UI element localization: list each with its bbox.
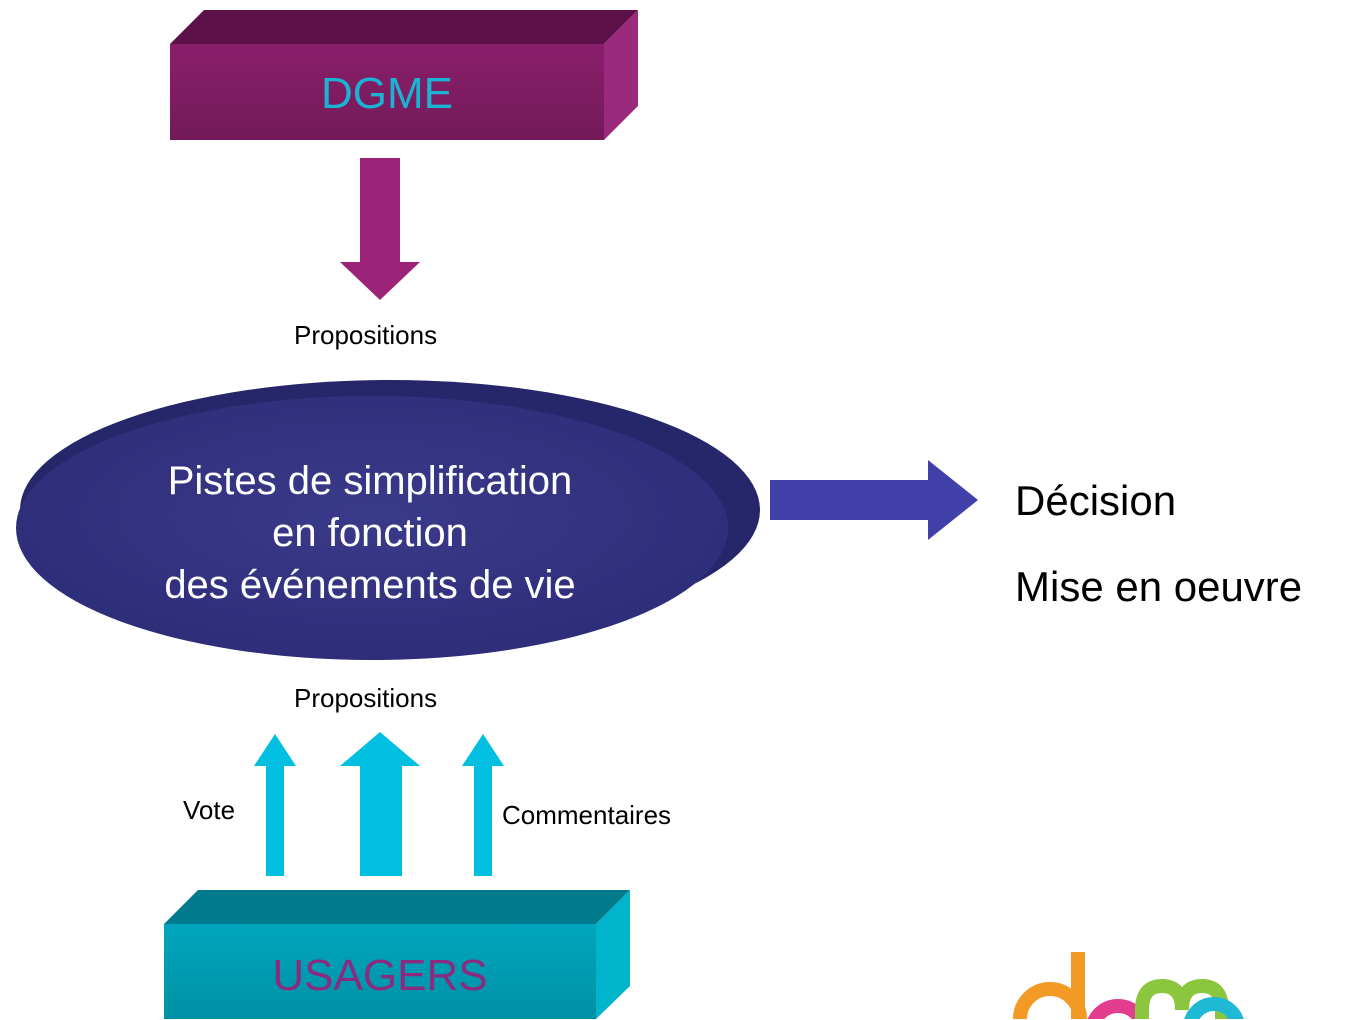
dgme-box-front xyxy=(170,44,604,140)
decision-label: Décision xyxy=(1015,477,1177,524)
ellipse-line-1: Pistes de simplification xyxy=(167,459,573,503)
ellipse-text: Pistes de simplification en fonction des… xyxy=(120,455,620,611)
usagers-box xyxy=(164,890,630,1019)
bottom-propositions-label: Propositions xyxy=(294,683,438,713)
vote-arrow xyxy=(254,734,296,876)
logo-e-bowl xyxy=(1184,997,1244,1019)
comments-arrow xyxy=(462,734,504,876)
dgme-box-top xyxy=(170,10,638,44)
dgme-box-side xyxy=(604,10,638,140)
usagers-label: USAGERS xyxy=(272,951,488,1000)
usagers-box-front xyxy=(164,924,596,1019)
implementation-label: Mise en oeuvre xyxy=(1015,563,1303,610)
dgme-logo xyxy=(1013,952,1244,1019)
dgme-box xyxy=(170,10,638,140)
top-propositions-label: Propositions xyxy=(294,320,438,350)
logo-d-bowl xyxy=(1013,982,1087,1019)
logo-d-stem xyxy=(1071,952,1085,1019)
center-up-arrow xyxy=(340,732,420,876)
vote-label: Vote xyxy=(183,795,236,825)
logo-g-bowl xyxy=(1087,999,1149,1019)
comments-label: Commentaires xyxy=(502,800,672,830)
ellipse-body xyxy=(16,396,728,660)
ellipse-line-2: en fonction xyxy=(272,511,468,555)
central-ellipse xyxy=(16,380,760,660)
usagers-box-top xyxy=(164,890,630,924)
dgme-label: DGME xyxy=(321,69,453,118)
right-arrow xyxy=(770,460,978,540)
usagers-box-side xyxy=(596,890,630,1019)
down-arrow xyxy=(340,158,420,300)
logo-m xyxy=(1135,978,1229,1019)
ellipse-line-3: des événements de vie xyxy=(164,563,576,607)
